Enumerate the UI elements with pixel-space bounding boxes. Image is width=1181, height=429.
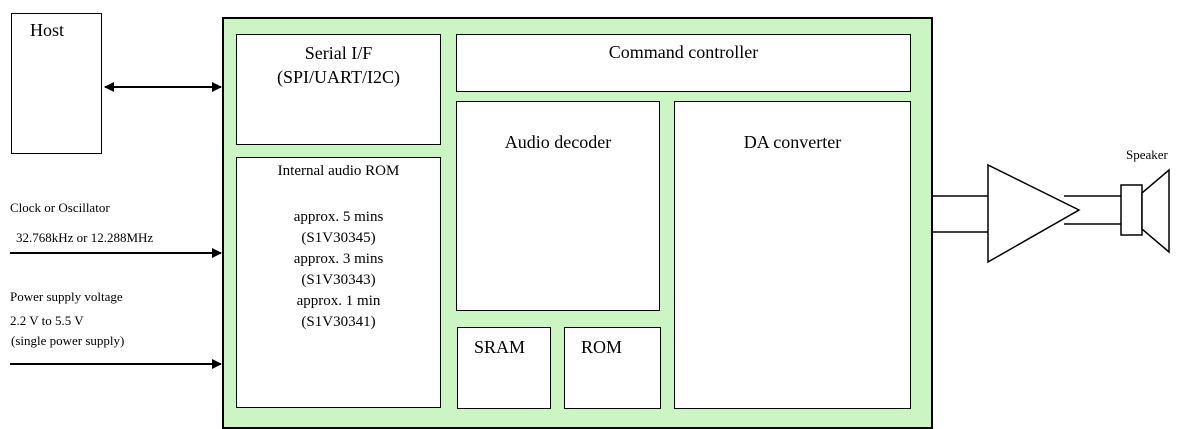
internal-audio-rom-block: Internal audio ROM approx. 5 mins (S1V30… <box>236 157 441 408</box>
serial-if-label: Serial I/F <box>304 43 373 63</box>
command-controller-label: Command controller <box>608 42 759 62</box>
serial-if-block: Serial I/F (SPI/UART/I2C) <box>236 34 441 145</box>
speaker-icon <box>1120 184 1143 236</box>
sram-block: SRAM <box>457 327 551 409</box>
rom-part-line: (S1V30343) <box>301 272 376 288</box>
clock-title: Clock or Oscillator <box>10 200 110 215</box>
clock-frequency: 32.768kHz or 12.288MHz <box>16 230 154 245</box>
speaker-label: Speaker <box>1126 147 1168 162</box>
power-range: 2.2 V to 5.5 V <box>10 313 84 328</box>
speaker-cone-icon <box>1141 168 1170 254</box>
rom-capacity-line: approx. 5 mins <box>293 209 384 225</box>
amplifier-icon <box>987 163 1081 264</box>
rom-block: ROM <box>564 327 661 409</box>
rom-label: ROM <box>581 337 623 357</box>
rom-capacity-line: approx. 3 mins <box>293 251 384 267</box>
internal-audio-rom-details: approx. 5 mins (S1V30345) approx. 3 mins… <box>237 207 440 333</box>
rom-part-line: (S1V30341) <box>301 314 376 330</box>
audio-decoder-label: Audio decoder <box>504 132 612 152</box>
command-controller-block: Command controller <box>456 34 911 92</box>
internal-audio-rom-title: Internal audio ROM <box>277 163 400 179</box>
power-note: (single power supply) <box>11 333 125 348</box>
da-converter-label: DA converter <box>743 132 842 152</box>
audio-decoder-block: Audio decoder <box>456 101 660 311</box>
rom-part-line: (S1V30345) <box>301 230 376 246</box>
serial-if-protocols: (SPI/UART/I2C) <box>277 67 400 87</box>
da-converter-block: DA converter <box>674 101 911 409</box>
rom-capacity-line: approx. 1 min <box>296 293 381 309</box>
host-block: Host <box>11 13 102 154</box>
sram-label: SRAM <box>474 337 526 357</box>
host-label: Host <box>30 20 65 40</box>
power-title: Power supply voltage <box>10 289 123 304</box>
